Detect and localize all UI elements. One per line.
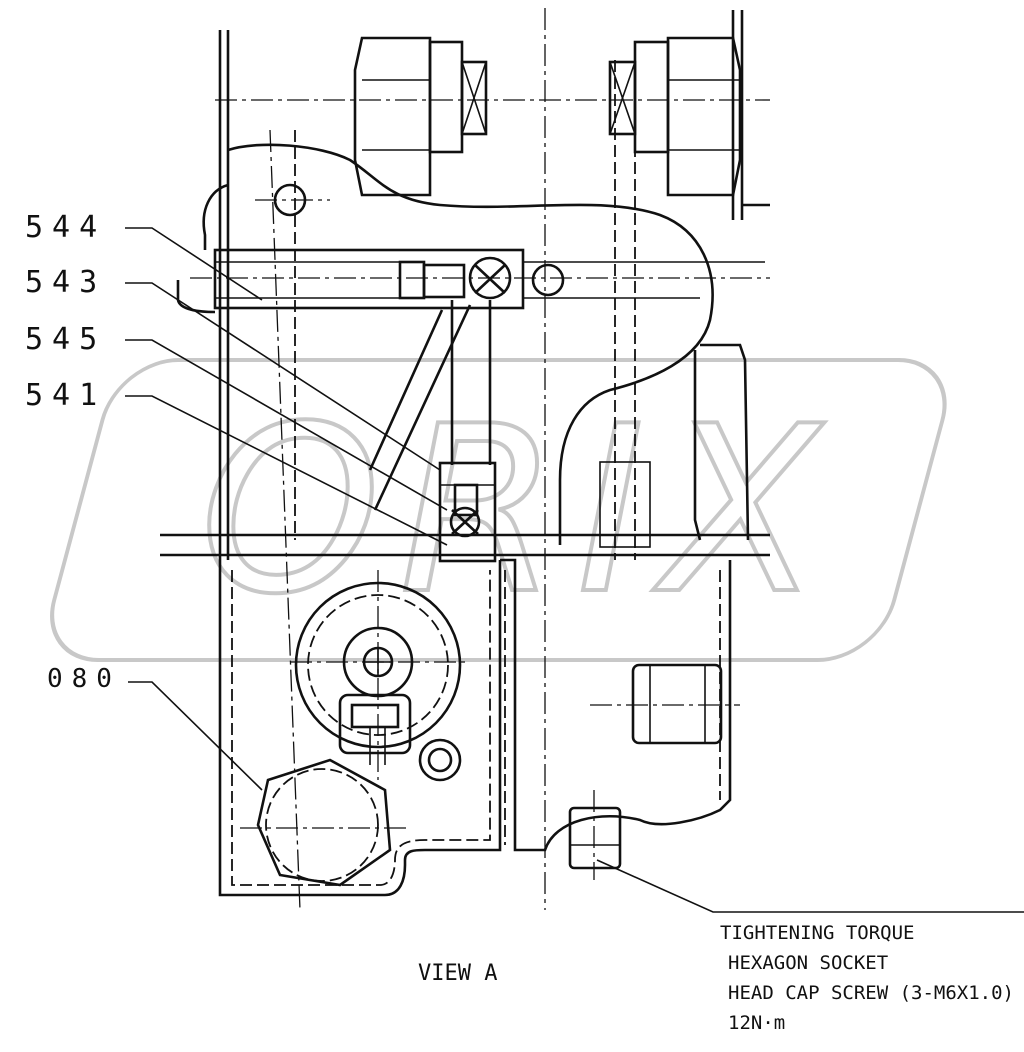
top-left-nut: [353, 36, 488, 197]
vertical-passage: [368, 300, 492, 511]
bottom-port: [240, 758, 410, 887]
watermark-logo: ORIX: [50, 358, 947, 662]
torque-note-line3: HEAD CAP SCREW (3-M6X1.0): [728, 982, 1014, 1004]
casting-outline: [227, 143, 714, 545]
lower-housing: [218, 560, 502, 897]
torque-note-line1: TIGHTENING TORQUE: [720, 922, 915, 944]
right-fitting: [590, 461, 740, 745]
callout-543: 543: [25, 265, 107, 300]
top-right-nut: [608, 36, 742, 197]
view-label: VIEW A: [418, 961, 498, 986]
horizontal-plug: [190, 248, 770, 310]
sensor-080: [290, 570, 470, 782]
callout-544: 544: [25, 210, 107, 245]
torque-note-line2: HEXAGON SOCKET: [728, 952, 889, 974]
callout-545: 545: [25, 322, 107, 357]
torque-note-line4: 12N·m: [728, 1012, 786, 1034]
hex-socket-screw: [568, 790, 622, 880]
callout-080: 080: [47, 664, 121, 694]
watermark-text: ORIX: [200, 378, 838, 645]
callout-541: 541: [25, 378, 107, 413]
flange-line: [160, 533, 770, 557]
frame-lines: [215, 8, 770, 911]
leader-lines: [125, 227, 1024, 913]
